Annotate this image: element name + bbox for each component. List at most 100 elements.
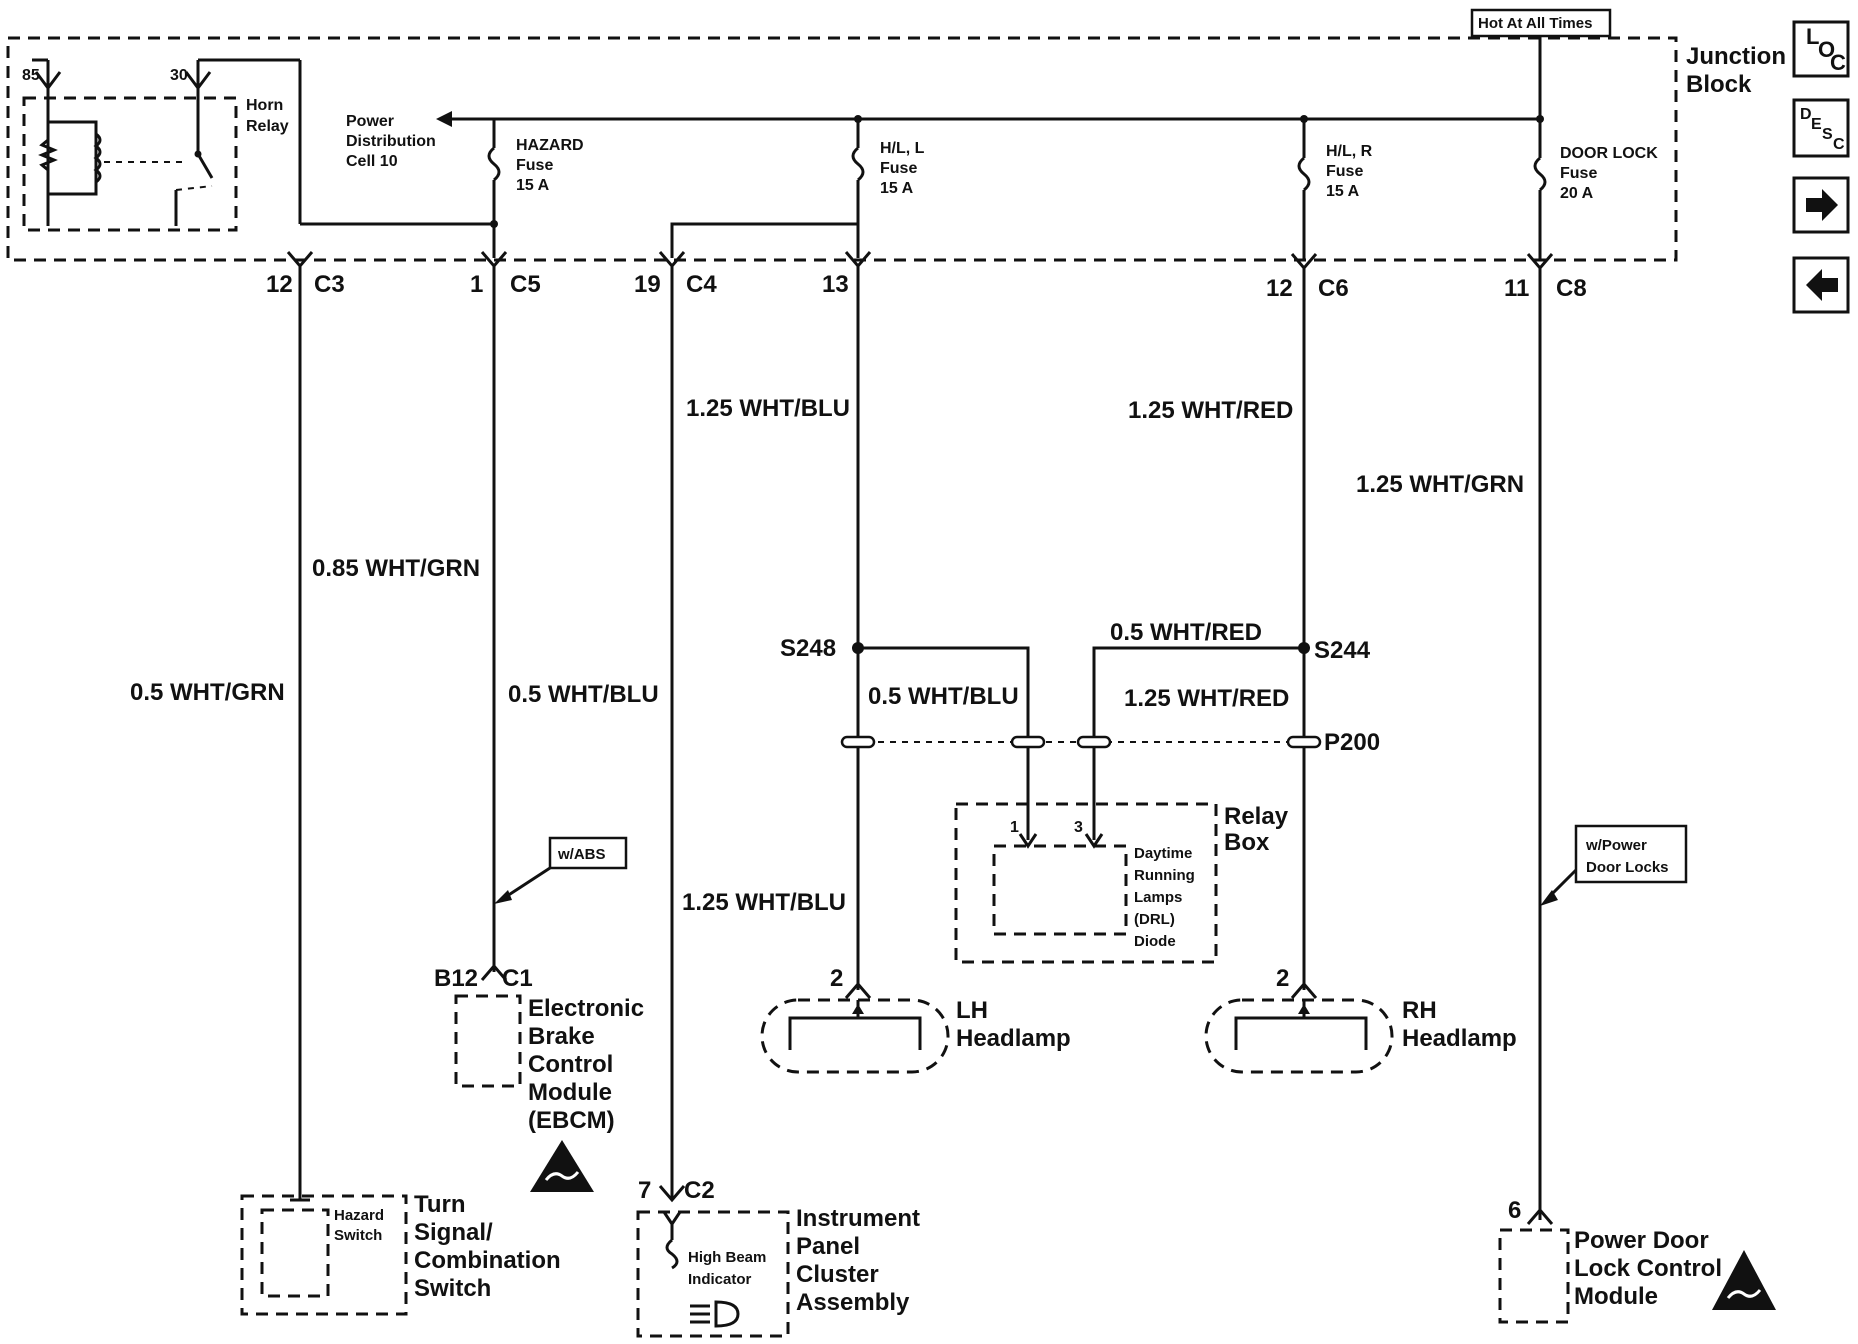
wire-label-1: 1.25 WHT/BLU [686, 395, 850, 422]
arrow-left-icon [1806, 269, 1838, 301]
prev-arrow-button[interactable] [1792, 256, 1850, 314]
bus-node-hazard [490, 220, 498, 228]
svg-text:Fuse: Fuse [1560, 165, 1597, 182]
hazard-fuse: HAZARD Fuse 15 A [487, 119, 584, 258]
svg-text:Signal/: Signal/ [414, 1219, 493, 1246]
svg-text:Combination: Combination [414, 1247, 561, 1274]
svg-text:C4: C4 [686, 271, 717, 298]
next-arrow-button[interactable] [1792, 176, 1850, 234]
svg-text:Module: Module [1574, 1283, 1658, 1310]
svg-text:11: 11 [1504, 275, 1529, 302]
desc-letter-e: E [1811, 116, 1822, 133]
power-distribution-label-3: Cell 10 [346, 153, 398, 170]
svg-text:Fuse: Fuse [1326, 163, 1363, 180]
svg-text:Diode: Diode [1134, 933, 1176, 950]
svg-text:C3: C3 [314, 271, 345, 298]
svg-text:Daytime: Daytime [1134, 845, 1192, 862]
svg-text:Electronic: Electronic [528, 995, 644, 1022]
svg-text:3: 3 [1074, 819, 1083, 836]
wire-label-10: 1.25 WHT/BLU [682, 889, 846, 916]
relay-box: 1 3 Relay Box Daytime Running Lamps (DRL… [954, 748, 1289, 964]
svg-text:Box: Box [1224, 829, 1270, 856]
splice-s248: S248 [780, 635, 1030, 748]
desc-button[interactable]: D E S C [1792, 98, 1850, 158]
lh-headlamp: 2 LH Headlamp [760, 965, 1071, 1074]
svg-text:15 A: 15 A [880, 180, 914, 197]
horn-relay-pin-30: 30 [170, 67, 188, 84]
svg-text:RH: RH [1402, 997, 1437, 1024]
svg-text:Headlamp: Headlamp [1402, 1025, 1517, 1052]
svg-text:15 A: 15 A [516, 177, 550, 194]
svg-text:Assembly: Assembly [796, 1289, 910, 1316]
svg-text:Switch: Switch [414, 1275, 491, 1302]
power-distribution-label: Power [346, 113, 394, 130]
loc-letter-o: O [1818, 37, 1835, 62]
wire-label-7: 0.5 WHT/BLU [868, 683, 1019, 710]
splice-s244: S244 [1092, 637, 1371, 748]
svg-text:Cluster: Cluster [796, 1261, 879, 1288]
svg-text:H/L, R: H/L, R [1326, 143, 1373, 160]
desc-letter-d: D [1800, 106, 1812, 123]
svg-text:6: 6 [1508, 1197, 1521, 1224]
svg-text:S244: S244 [1314, 637, 1371, 664]
svg-text:Brake: Brake [528, 1023, 595, 1050]
loc-letter-l: L [1806, 24, 1819, 49]
svg-text:Power Door: Power Door [1574, 1227, 1709, 1254]
svg-text:2: 2 [830, 965, 843, 992]
wire-label-5: 0.5 WHT/GRN [130, 679, 285, 706]
svg-text:HAZARD: HAZARD [516, 137, 584, 154]
svg-text:Module: Module [528, 1079, 612, 1106]
svg-text:15 A: 15 A [1326, 183, 1360, 200]
svg-text:Switch: Switch [334, 1227, 382, 1244]
bus-node-hl-right [1300, 115, 1308, 123]
power-locks-tag: w/Power Door Locks [1540, 824, 1688, 906]
svg-text:Lock Control: Lock Control [1574, 1255, 1722, 1282]
esd-warning-icon [530, 1140, 594, 1192]
svg-text:1: 1 [1010, 819, 1019, 836]
instrument-panel-cluster: 7 C2 High Beam Indicator Instrument Pane… [636, 1177, 920, 1338]
svg-text:12: 12 [266, 271, 293, 298]
svg-text:C1: C1 [502, 965, 533, 992]
svg-text:20 A: 20 A [1560, 185, 1594, 202]
desc-letter-s: S [1822, 126, 1833, 143]
desc-letter-c: C [1833, 136, 1845, 153]
hl-left-fuse: H/L, L Fuse 15 A [851, 119, 925, 258]
svg-text:Fuse: Fuse [516, 157, 553, 174]
svg-text:High Beam: High Beam [688, 1249, 766, 1266]
svg-text:Hot At All Times: Hot At All Times [1478, 15, 1592, 32]
power-distribution-label-2: Distribution [346, 133, 436, 150]
svg-text:Instrument: Instrument [796, 1205, 920, 1232]
svg-text:12: 12 [1266, 275, 1293, 302]
arrow-right-icon [1806, 189, 1838, 221]
horn-relay-label: Horn [246, 97, 283, 114]
loc-letter-c: C [1830, 50, 1846, 75]
wire-label-9: 1.25 WHT/RED [1124, 685, 1289, 712]
svg-text:13: 13 [822, 271, 849, 298]
hl-right-fuse: H/L, R Fuse 15 A [1297, 119, 1373, 260]
svg-text:1: 1 [470, 271, 483, 298]
svg-text:Hazard: Hazard [334, 1207, 384, 1224]
abs-tag: w/ABS [494, 836, 628, 904]
svg-text:C2: C2 [684, 1177, 715, 1204]
svg-text:DOOR LOCK: DOOR LOCK [1560, 145, 1658, 162]
svg-text:Lamps: Lamps [1134, 889, 1182, 906]
svg-text:Headlamp: Headlamp [956, 1025, 1071, 1052]
svg-text:B12: B12 [434, 965, 478, 992]
svg-text:H/L, L: H/L, L [880, 140, 925, 157]
connector-c4: 19 C4 [634, 251, 717, 298]
junction-block-outline [6, 36, 1678, 262]
wire-label-3: 1.25 WHT/GRN [1356, 471, 1524, 498]
wire-label-8: 0.5 WHT/RED [1110, 619, 1262, 646]
wire-label-6: 0.5 WHT/BLU [508, 681, 659, 708]
svg-text:Running: Running [1134, 867, 1195, 884]
internal-link-c4 [670, 222, 858, 258]
ebcm-module: B12 C1 Electronic Brake Control Module (… [434, 963, 644, 1134]
svg-text:Turn: Turn [414, 1191, 466, 1218]
svg-text:C5: C5 [510, 271, 541, 298]
connector-hl-13: 13 [822, 251, 872, 298]
hot-at-all-times-label: Hot At All Times [1470, 8, 1612, 38]
junction-block-label-2: Block [1686, 71, 1752, 98]
loc-button[interactable]: L O C [1792, 20, 1850, 78]
bus-node-hl-left [854, 115, 862, 123]
svg-text:w/Power: w/Power [1585, 837, 1647, 854]
